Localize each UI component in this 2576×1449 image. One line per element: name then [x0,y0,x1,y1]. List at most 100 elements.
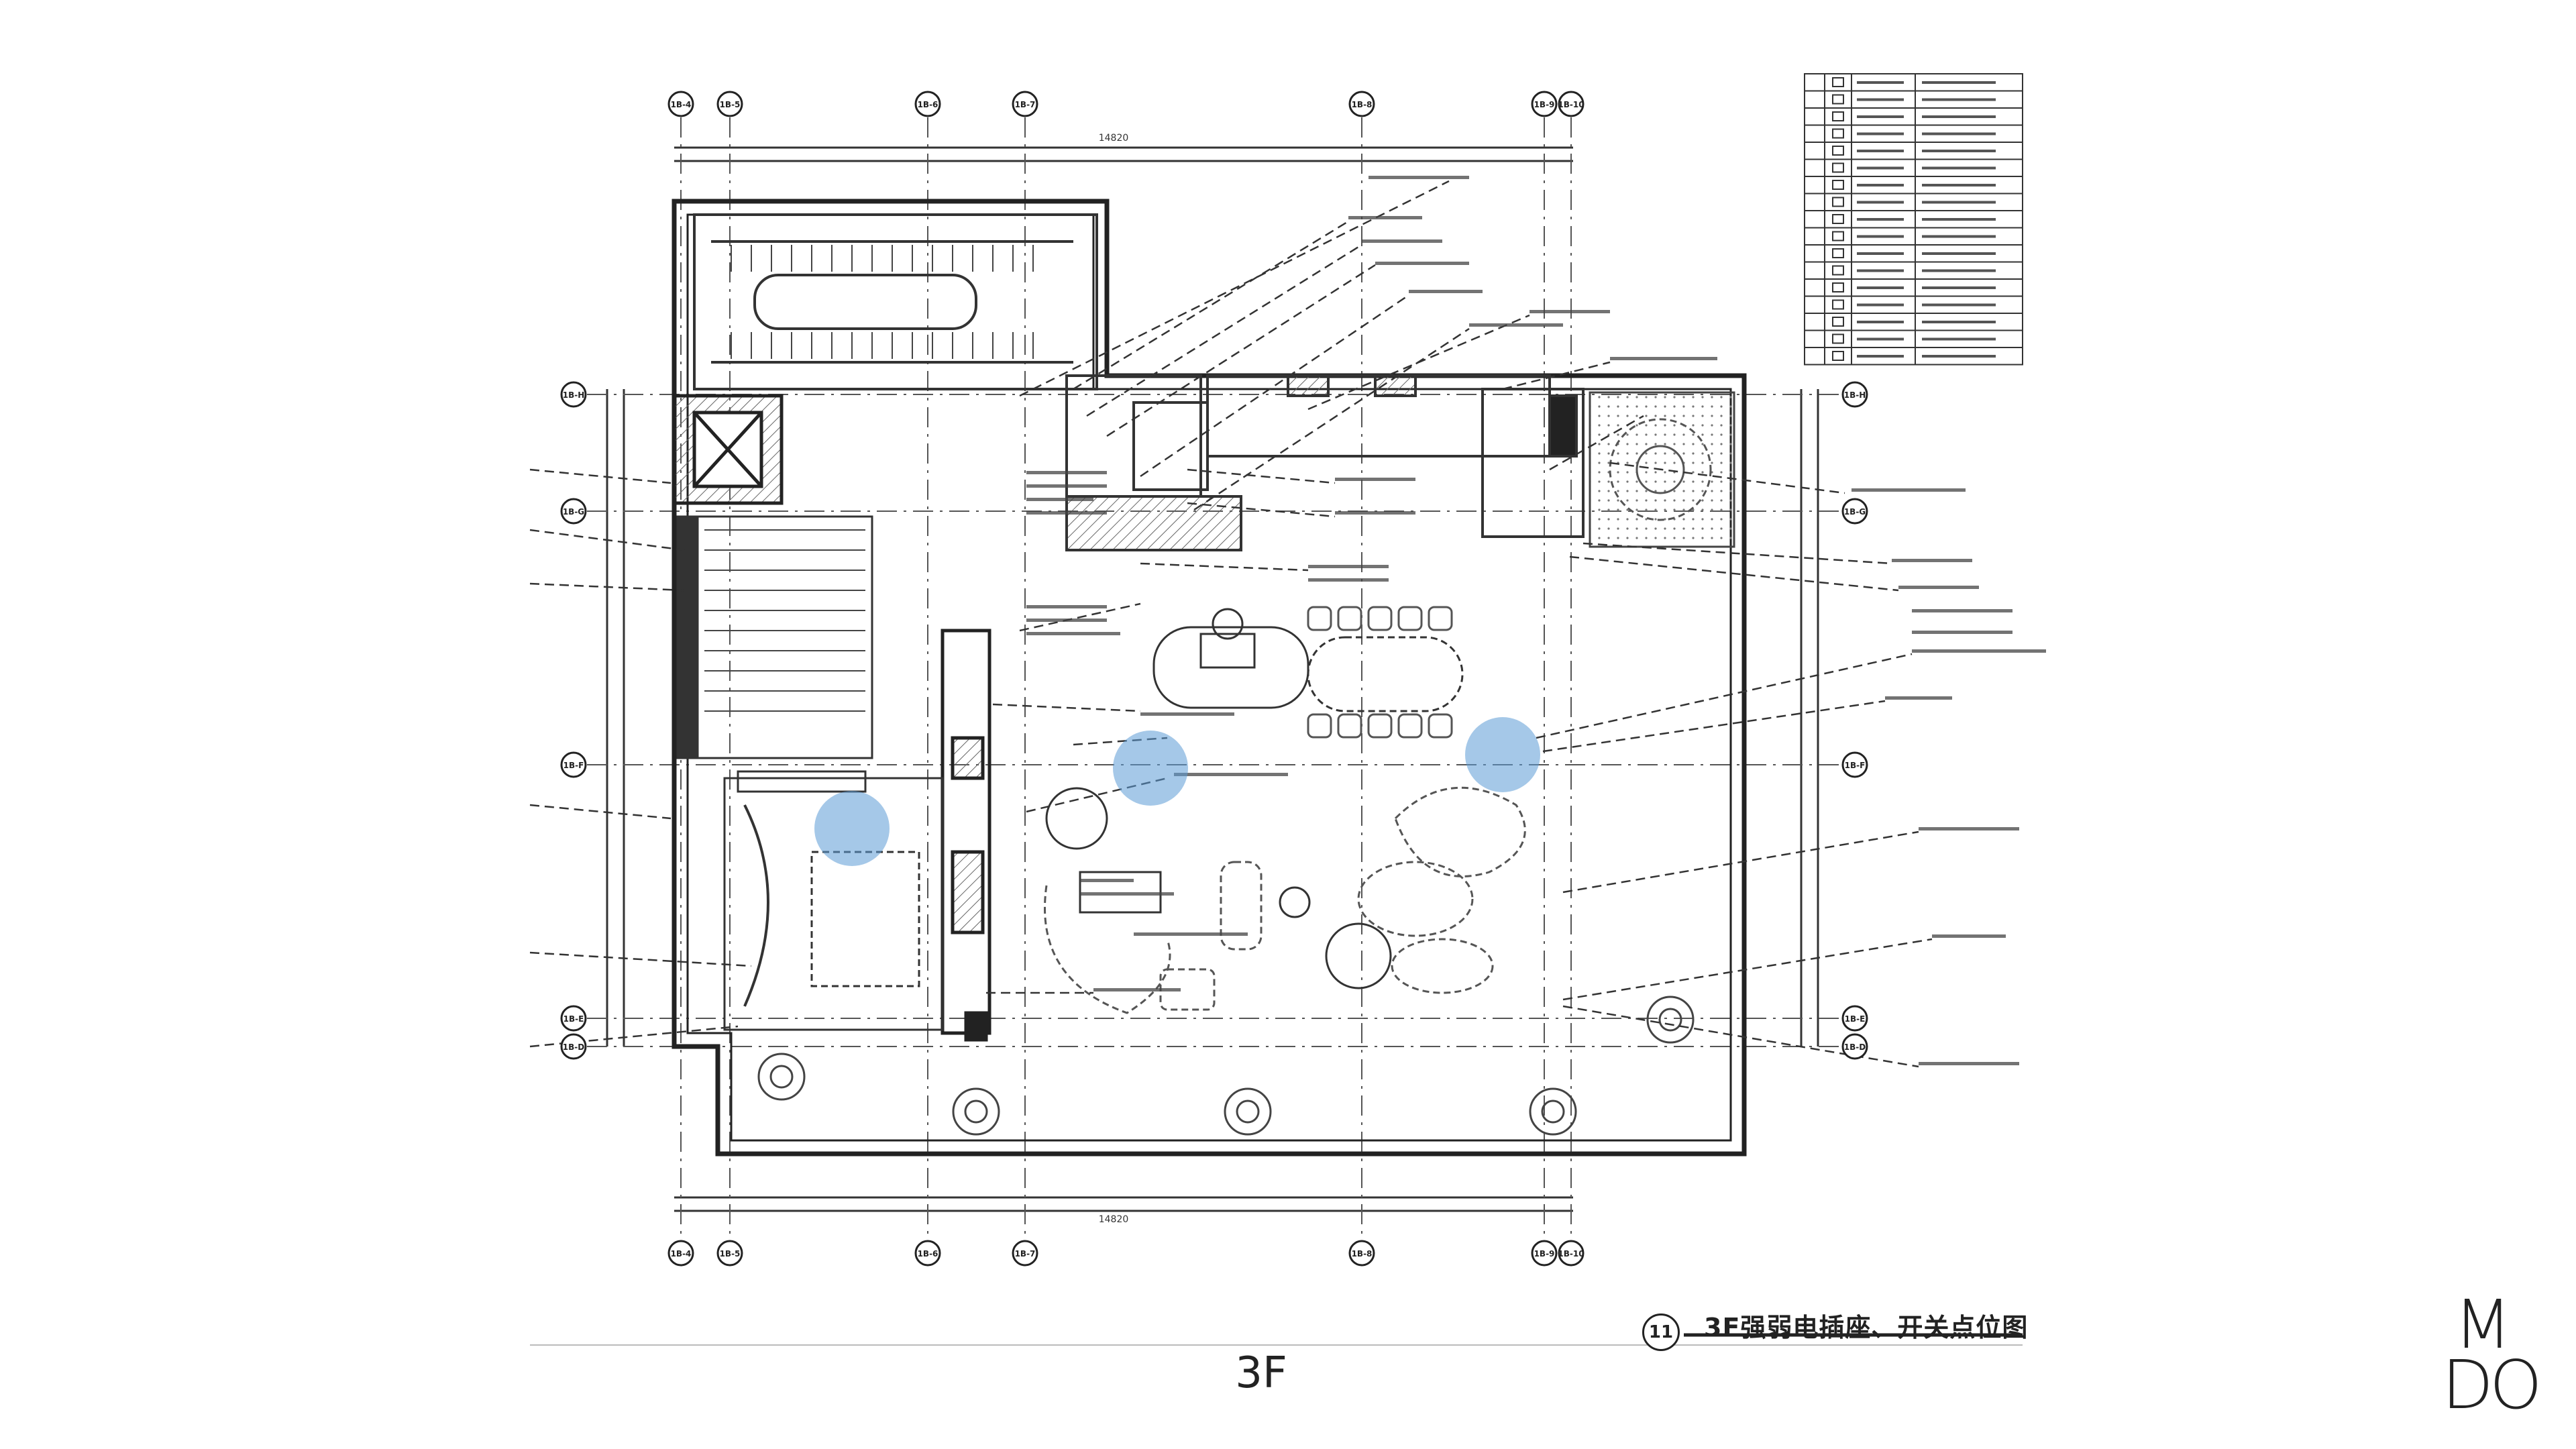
legend-symbol [1832,128,1844,139]
symbol-legend-table [1804,73,2023,366]
svg-text:1B-H: 1B-H [563,390,585,400]
leader-line [529,468,672,484]
grid-bubble-1b-d-left: 1B-D [560,1033,587,1060]
leader-line [1562,938,1933,1001]
annotation-text-stroke [1610,357,1717,360]
leader-line [1187,502,1336,518]
grid-bubble-1b-5-top: 1B-5 [716,91,743,117]
annotation-text-stroke [1026,511,1107,515]
annotation-text-stroke [1919,827,2019,830]
leader-line [1582,542,1892,565]
annotation-text-stroke [1912,609,2012,612]
planter [952,1087,1000,1136]
grid-bubble-1b-f-right: 1B-F [1841,751,1868,778]
highlight-marker-right[interactable] [1465,717,1540,792]
svg-text:1B-8: 1B-8 [1352,1249,1373,1258]
grid-bubble-1b-9-top: 1B-9 [1531,91,1558,117]
leader-line [529,529,685,551]
legend-symbol [1832,351,1844,361]
perimeter-planters [757,996,1695,1136]
highlight-marker-center[interactable] [1113,731,1188,806]
svg-text:1B-D: 1B-D [563,1042,584,1052]
planter [1224,1087,1272,1136]
grid-bubble-1b-4-bottom: 1B-4 [667,1240,694,1267]
legend-symbol [1832,248,1844,258]
highlight-markers [814,717,1540,866]
annotation-text-stroke [1919,1062,2019,1065]
svg-text:1B-9: 1B-9 [1534,100,1555,109]
bottom-dimension-line [674,1196,1573,1212]
grid-bubble-1b-10-top: 1B-10 [1558,91,1585,117]
leader-line [1140,562,1309,572]
annotation-text-stroke [1335,478,1415,481]
annotation-text-stroke [1529,310,1610,313]
lounge-furniture [1044,786,1526,1014]
leader-line [1086,244,1362,417]
legend-symbol [1832,214,1844,224]
grid-bubble-1b-8-bottom: 1B-8 [1348,1240,1375,1267]
planter [1646,996,1695,1044]
legend-symbol [1832,299,1844,310]
legend-symbol [1832,282,1844,292]
annotation-text-stroke [1912,631,2012,634]
brand-logo-line2: DO [2442,1346,2542,1424]
annotation-text-stroke [1026,619,1107,622]
annotation-text-stroke [1080,892,1174,896]
leader-line [529,804,672,820]
leader-line [1140,294,1409,478]
planter [757,1053,806,1101]
planter [1529,1087,1577,1136]
svg-text:1B-G: 1B-G [1844,507,1866,517]
grid-bubble-1b-e-left: 1B-E [560,1005,587,1032]
grid-bubble-1b-6-top: 1B-6 [914,91,941,117]
grid-bubble-1b-g-left: 1B-G [560,498,587,525]
svg-text:1B-5: 1B-5 [720,100,741,109]
annotation-notes [1026,176,2046,1065]
legend-symbol [1832,77,1844,87]
legend-symbol [1832,111,1844,121]
svg-text:1B-G: 1B-G [563,507,584,517]
leader-line [529,951,752,967]
annotation-text-stroke [1375,262,1469,265]
svg-text:1B-8: 1B-8 [1352,100,1373,109]
svg-text:1B-4: 1B-4 [671,100,692,109]
svg-text:1B-5: 1B-5 [720,1249,741,1258]
grid-bubble-1b-8-top: 1B-8 [1348,91,1375,117]
grid-bubble-1b-9-bottom: 1B-9 [1531,1240,1558,1267]
annotation-text-stroke [1885,696,1952,700]
svg-text:1B-9: 1B-9 [1534,1249,1555,1258]
annotation-text-stroke [1362,239,1442,243]
partition-wall [941,629,991,1042]
sheet-title: 3F强弱电插座、开关点位图 [1704,1313,2029,1342]
leader-line [1536,653,1913,739]
grid-bubble-1b-5-bottom: 1B-5 [716,1240,743,1267]
dimension-labels: 14820 14820 [1099,133,1129,1225]
legend-symbol [1832,197,1844,207]
right-dimension-line [1800,389,1819,1046]
stair-core [693,213,1098,390]
svg-text:1B-6: 1B-6 [918,100,938,109]
grid-bubble-1b-e-right: 1B-E [1841,1005,1868,1032]
highlight-marker-left-lounge[interactable] [814,791,890,866]
annotation-text-stroke [1026,632,1120,635]
annotation-text-stroke [1898,586,1979,589]
svg-text:1B-10: 1B-10 [1558,100,1584,109]
leader-line [1562,830,1919,894]
annotation-text-stroke [1026,605,1107,608]
annotation-text-stroke [1174,773,1288,776]
stair-treads [731,245,1034,359]
left-dimension-line [606,389,625,1046]
secondary-stair [676,515,873,759]
annotation-text-stroke [1892,559,1972,562]
annotation-text-stroke [1348,216,1422,219]
building-outline [672,199,1747,1157]
grid-bubble-1b-d-right: 1B-D [1841,1033,1868,1060]
dining-table [1152,608,1464,712]
legend-symbol [1832,231,1844,241]
leader-line [1307,314,1530,411]
annotation-text-stroke [1093,988,1181,991]
svg-text:1B-F: 1B-F [1845,761,1866,770]
leader-line [1609,462,1845,494]
leader-line [1549,415,1644,471]
legend-symbol [1832,94,1844,105]
